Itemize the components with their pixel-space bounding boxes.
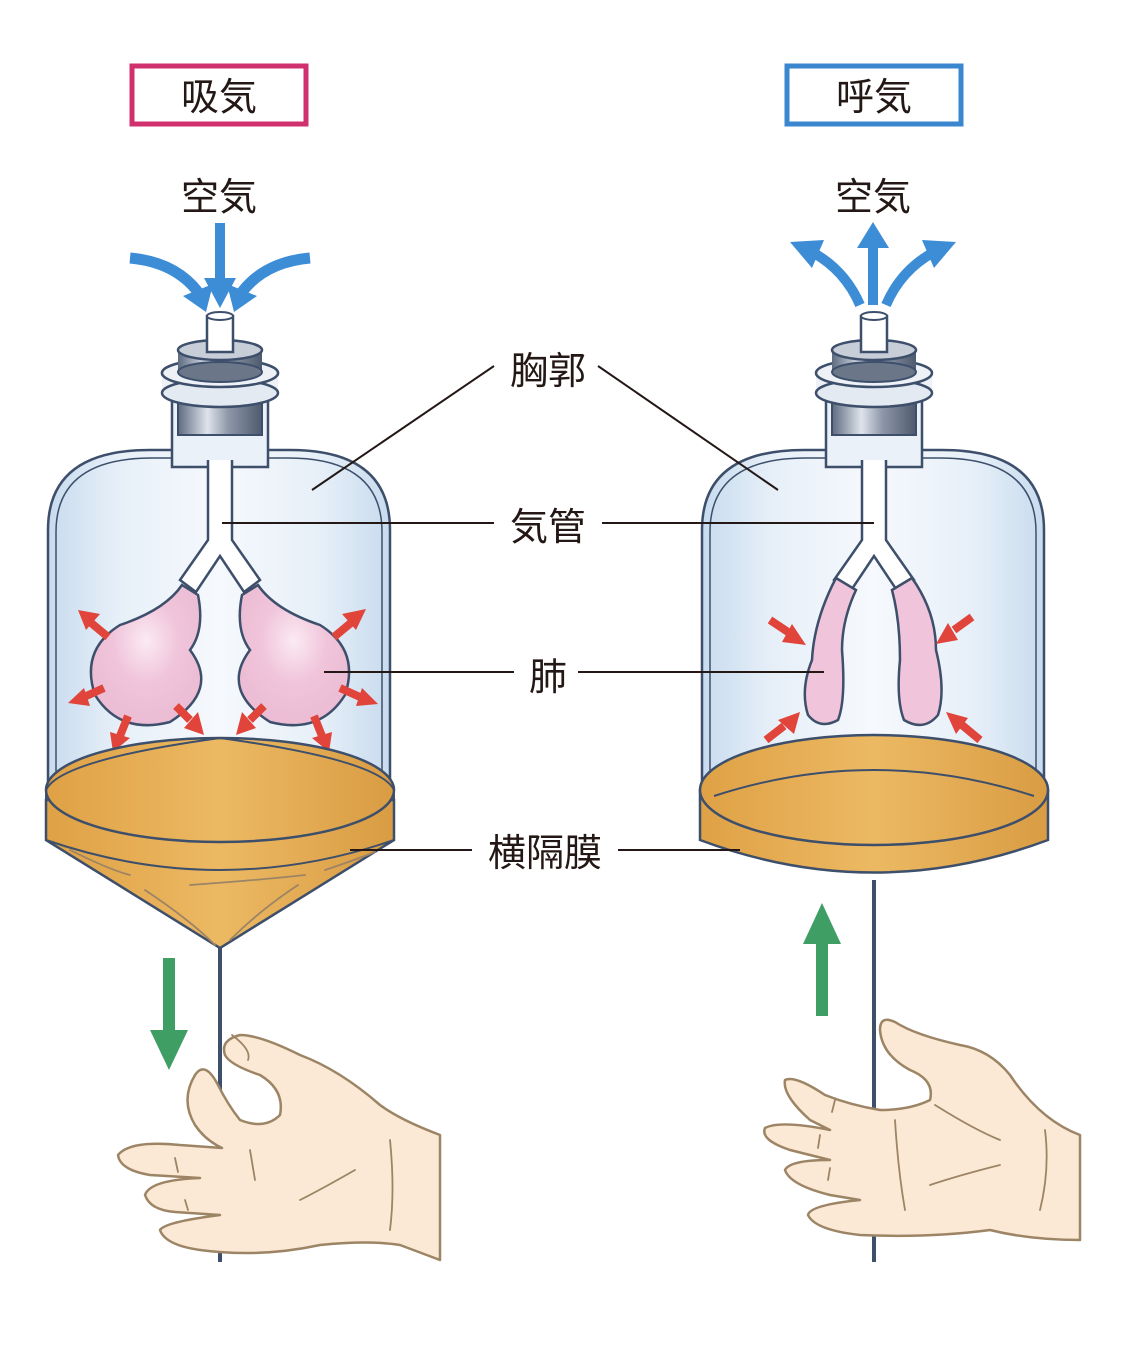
air-in-arrows-icon xyxy=(129,223,311,312)
expansion-arrows-icon xyxy=(68,609,378,752)
trachea xyxy=(178,460,262,594)
labels: 胸郭 気管 肺 横隔膜 xyxy=(222,349,874,875)
inhale-title: 吸気 xyxy=(181,75,257,119)
diaphragm-pulled xyxy=(44,736,396,950)
exhale-panel: 呼気 空気 xyxy=(698,63,1082,1262)
hand-open xyxy=(763,1018,1082,1242)
trachea-exhale xyxy=(832,460,916,594)
leader-thorax-left xyxy=(311,365,495,491)
stopper xyxy=(160,311,280,469)
stopper-exhale xyxy=(814,311,934,469)
air-out-arrows-icon xyxy=(790,222,956,308)
hand-pinching xyxy=(116,1033,442,1262)
deflated-lungs xyxy=(803,576,943,727)
exhale-title: 呼気 xyxy=(836,75,912,119)
exhale-air-label: 空気 xyxy=(835,175,911,219)
inhale-title-box xyxy=(129,63,309,127)
arrow-up-icon xyxy=(803,903,841,1016)
exhale-title-box xyxy=(784,63,964,127)
diaphragm-raised xyxy=(698,733,1050,874)
inhale-air-label: 空気 xyxy=(181,175,257,219)
label-trachea: 気管 xyxy=(510,505,586,549)
compression-arrows-icon xyxy=(763,613,983,744)
leader-thorax-right xyxy=(597,365,779,491)
inhale-panel: 吸気 空気 xyxy=(44,63,442,1262)
label-lung: 肺 xyxy=(529,655,567,699)
arrow-down-icon xyxy=(150,958,188,1070)
label-diaphragm: 横隔膜 xyxy=(488,831,602,875)
label-thorax: 胸郭 xyxy=(510,349,586,393)
